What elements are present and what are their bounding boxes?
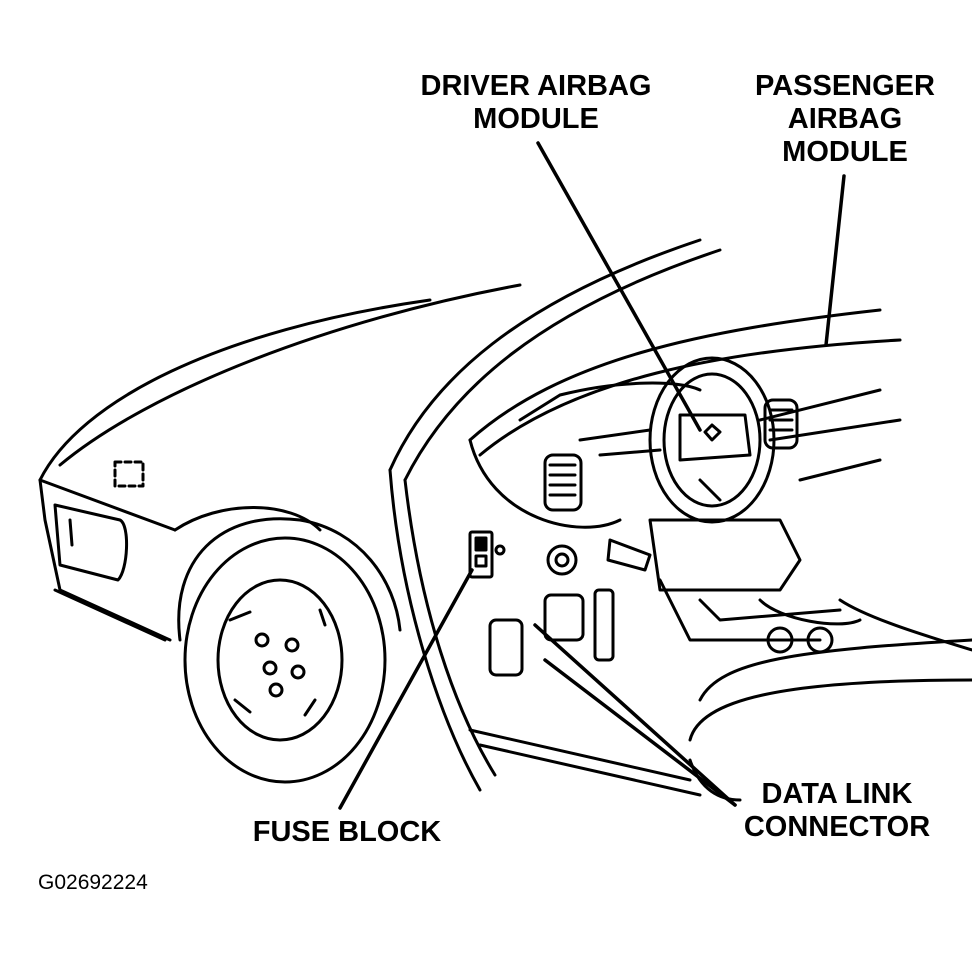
- driver-airbag-label: DRIVER AIRBAG MODULE: [418, 70, 654, 136]
- passenger-airbag-line-1: PASSENGER: [755, 70, 935, 102]
- car-body: [38, 283, 522, 642]
- driver-airbag-line-2: MODULE: [473, 103, 599, 135]
- figure-id: G02692224: [38, 871, 148, 894]
- fuse-block-label: FUSE BLOCK: [250, 816, 444, 849]
- fuse-block-shape: [468, 530, 494, 579]
- front-wheel: [183, 536, 387, 784]
- passenger-airbag-label: PASSENGER AIRBAG MODULE: [752, 70, 938, 169]
- passenger-airbag-line-3: MODULE: [782, 136, 908, 168]
- data-link-line-2: CONNECTOR: [743, 811, 931, 843]
- pedals: [488, 538, 652, 677]
- leader-lines: [338, 141, 846, 810]
- leader-fuse-block: [338, 568, 474, 810]
- leader-data-link-1: [533, 623, 737, 807]
- leader-data-link-2: [543, 658, 737, 807]
- data-link-line-1: DATA LINK: [761, 778, 913, 810]
- driver-airbag-line-1: DRIVER AIRBAG: [420, 70, 652, 102]
- leader-passenger-airbag: [824, 174, 846, 347]
- steering-wheel: [648, 356, 776, 524]
- data-link-connector-label: DATA LINK CONNECTOR: [740, 778, 934, 844]
- door-frame: [388, 238, 722, 797]
- fuse-block-line-1: FUSE BLOCK: [252, 816, 442, 848]
- dashboard: [468, 308, 972, 802]
- passenger-airbag-line-2: AIRBAG: [787, 103, 903, 135]
- leader-driver-airbag: [536, 141, 702, 432]
